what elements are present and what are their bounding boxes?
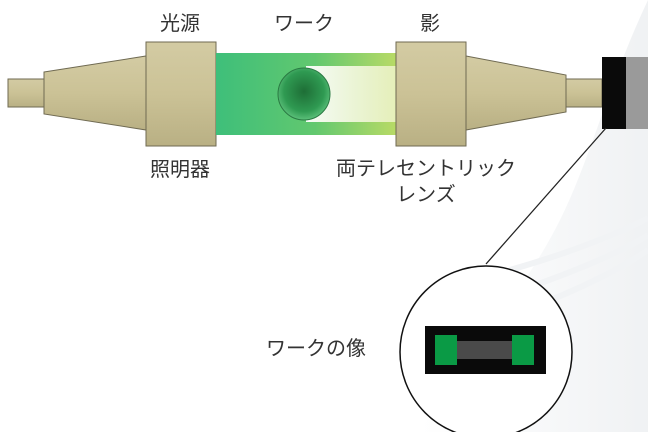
work-image-shadow-bar — [457, 341, 512, 359]
label-lens-line2: レンズ — [396, 182, 456, 206]
illuminator-end-cap — [7, 78, 45, 108]
telecentric-lens-body — [395, 41, 467, 147]
work-object — [277, 67, 331, 121]
lens-end-cap — [565, 78, 603, 108]
light-source-body — [145, 41, 217, 147]
work-image-left-edge — [435, 335, 457, 365]
leader-line — [485, 127, 607, 265]
label-work-image: ワークの像 — [266, 336, 366, 360]
work-image-right-edge — [512, 335, 534, 365]
lens-taper — [465, 55, 567, 131]
label-lens-line1: 両テレセントリック — [336, 156, 516, 180]
label-work: ワーク — [274, 11, 334, 35]
image-sensor — [602, 57, 626, 129]
background-swoosh — [420, 0, 648, 432]
label-light-source: 光源 — [160, 11, 200, 35]
camera-body — [626, 57, 648, 129]
label-shadow: 影 — [420, 11, 440, 35]
label-illuminator: 照明器 — [150, 157, 210, 181]
